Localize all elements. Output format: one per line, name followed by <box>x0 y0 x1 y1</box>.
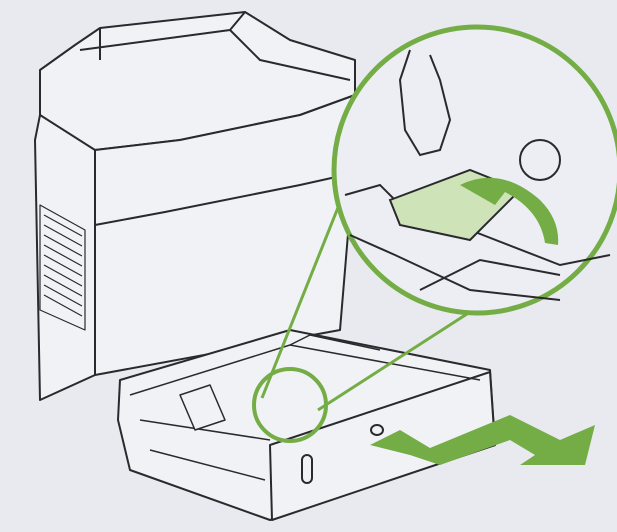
hand-icon <box>398 49 452 157</box>
paper-tray-inner <box>129 334 481 481</box>
vent-grille <box>39 204 86 331</box>
tray-lock-icon <box>370 424 384 436</box>
printer-side <box>34 114 96 401</box>
pull-direction-arrow-icon <box>370 415 595 465</box>
pickup-roller <box>519 139 561 181</box>
curved-arrow-icon <box>460 177 559 245</box>
tray-handle-slot[interactable] <box>301 454 313 484</box>
printer-top-ridge <box>79 11 351 81</box>
magnifier-callout-icon <box>252 24 617 443</box>
tray-guide <box>179 384 226 431</box>
printer-front-panel <box>94 174 346 226</box>
